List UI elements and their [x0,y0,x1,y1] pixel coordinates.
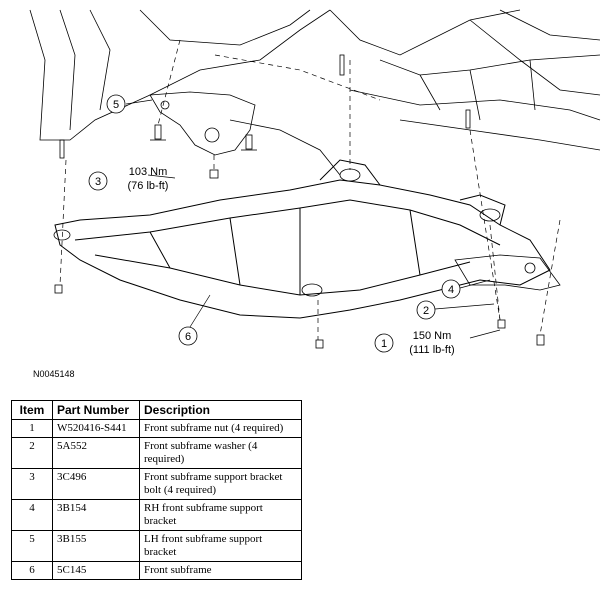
row-item: 2 [11,437,53,469]
callout-3-torque-nm: 103 Nm [129,166,168,178]
row-part-number: 3B154 [52,499,140,531]
table-header-row: Item Part Number Description [11,400,302,420]
rh-support-bracket [454,254,561,291]
callout-1-number: 1 [381,338,387,350]
callout-1-torque-nm: 150 Nm [413,330,452,342]
callout-6-number: 6 [185,331,191,343]
callout-1: 1 150 Nm (111 lb-ft) [374,329,501,356]
table-row: 5 3B155 LH front subframe support bracke… [11,530,302,562]
row-item: 3 [11,468,53,500]
row-part-number: 5C145 [52,561,140,580]
row-description: Front subframe washer (4 required) [139,437,302,469]
callout-2: 2 [416,300,495,320]
header-item: Item [11,400,53,420]
row-part-number: W520416-S441 [52,419,140,438]
callout-5: 5 [106,94,153,114]
vehicle-underbody [29,9,601,176]
callout-3-number: 3 [95,176,101,188]
callout-3-torque-lbft: (76 lb-ft) [128,180,169,192]
callout-5-number: 5 [113,99,119,111]
table-row: 6 5C145 Front subframe [11,561,302,580]
callout-3: 3 103 Nm (76 lb-ft) [88,166,176,192]
callout-6: 6 [178,294,211,346]
table-row: 3 3C496 Front subframe support bracket b… [11,468,302,500]
row-description: Front subframe support bracket bolt (4 r… [139,468,302,500]
callout-2-number: 2 [423,305,429,317]
row-description: LH front subframe support bracket [139,530,302,562]
row-item: 1 [11,419,53,438]
callout-4: 4 [441,279,491,299]
subframe-diagram: 5 3 103 Nm (76 lb-ft) 6 4 2 1 150 Nm (11… [29,9,601,356]
table-row: 2 5A552 Front subframe washer (4 require… [11,437,302,469]
row-item: 4 [11,499,53,531]
row-part-number: 5A552 [52,437,140,469]
callout-4-number: 4 [448,284,454,296]
callout-1-torque-lbft: (111 lb-ft) [409,344,454,356]
fasteners [54,54,545,349]
lh-support-bracket [149,91,256,156]
row-part-number: 3B155 [52,530,140,562]
figure-id: N0045148 [33,369,75,379]
row-item: 5 [11,530,53,562]
header-part-number: Part Number [52,400,140,420]
row-description: Front subframe nut (4 required) [139,419,302,438]
front-subframe-outline [54,159,551,319]
table-row: 4 3B154 RH front subframe support bracke… [11,499,302,531]
row-description: RH front subframe support bracket [139,499,302,531]
table-row: 1 W520416-S441 Front subframe nut (4 req… [11,419,302,438]
row-description: Front subframe [139,561,302,580]
row-part-number: 3C496 [52,468,140,500]
parts-table: Item Part Number Description 1 W520416-S… [11,400,302,580]
header-description: Description [139,400,302,420]
mount-bushings [53,168,501,297]
install-paths [59,39,561,340]
row-item: 6 [11,561,53,580]
